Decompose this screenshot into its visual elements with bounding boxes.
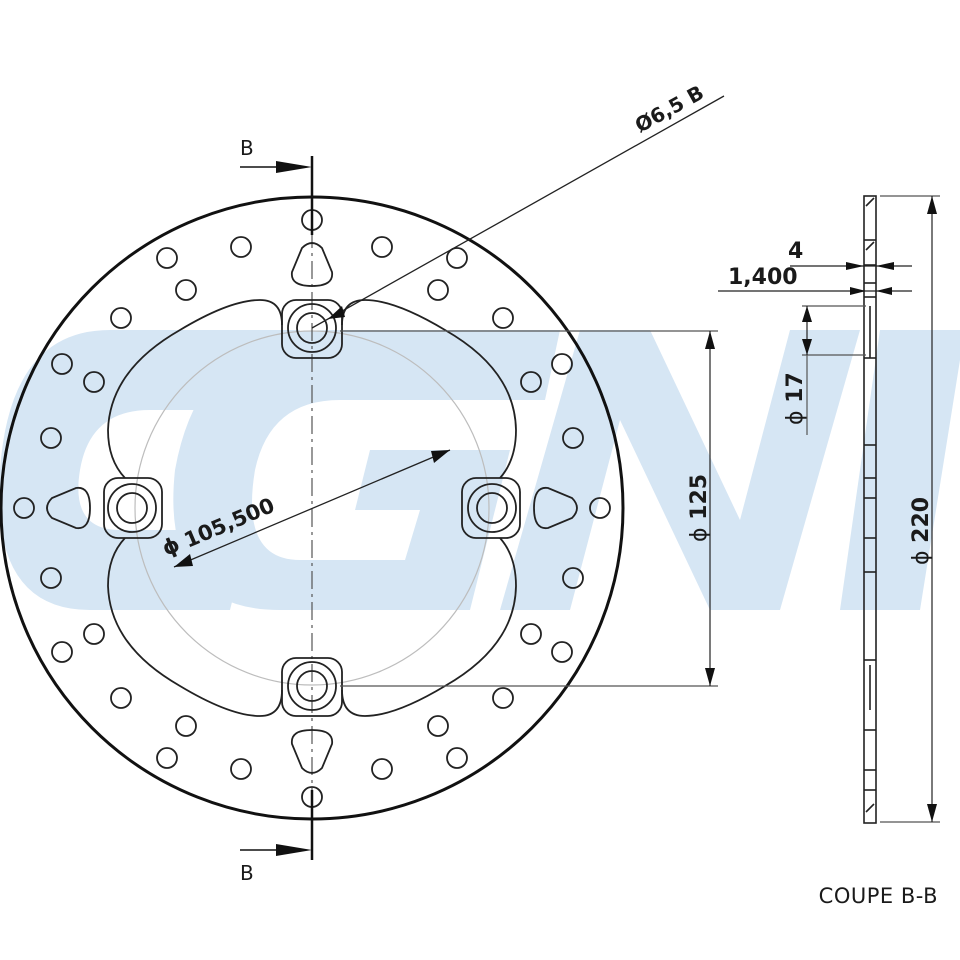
dim-mount-thickness-text: 1,400 [728,265,798,290]
dim-17-text: ϕ 17 [783,372,808,425]
section-marker-top: B [240,136,314,235]
section-caption: COUPE B-B [818,884,938,908]
dim-17: ϕ 17 [783,305,866,435]
hole-callout-text: Ø6,5 B [631,80,708,137]
section-view [863,195,877,824]
inner-cutout [107,299,517,717]
watermark-logo [0,330,960,610]
dim-thickness: 4 1,400 [718,239,912,295]
section-label-top: B [240,136,254,160]
section-label-bottom: B [240,861,254,885]
dim-220-text: ϕ 220 [909,497,934,565]
section-marker-bottom: B [240,790,314,885]
mount-bosses [103,299,521,717]
dim-220: ϕ 220 [880,195,940,823]
dim-125-text: ϕ 125 [687,474,712,542]
teardrop-slots [46,242,578,774]
dim-thickness-text: 4 [788,239,803,264]
dim-125: ϕ 125 [340,330,718,687]
